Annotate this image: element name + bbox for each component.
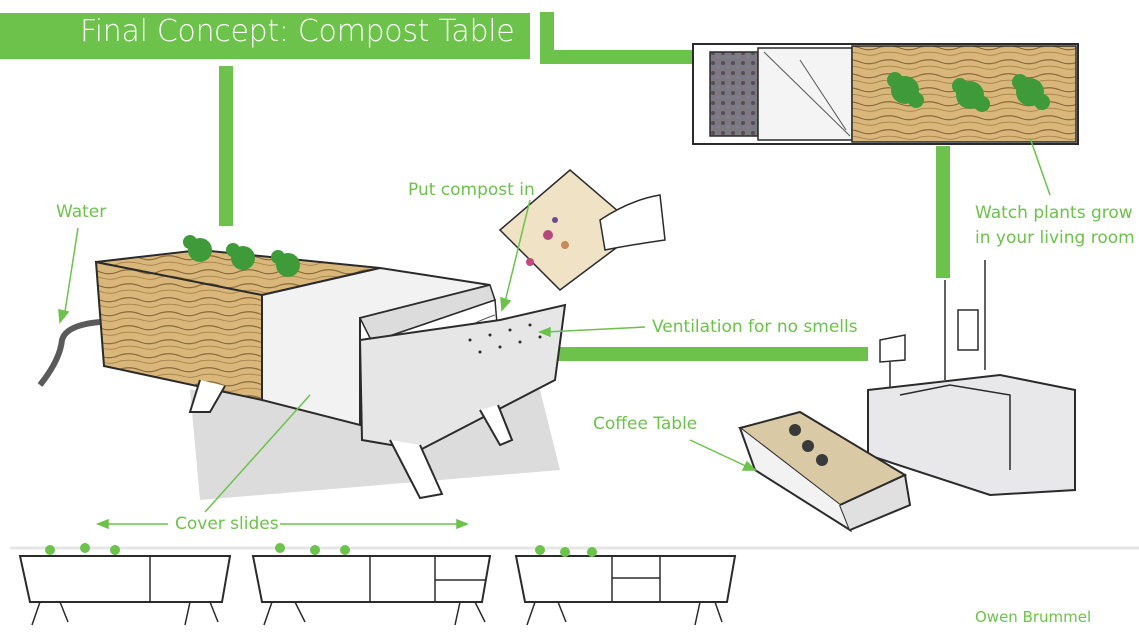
cover-slides-label: Cover slides [175,514,279,534]
plan-view-sketch [692,43,1079,145]
plant-icon [183,235,300,277]
compost-pointer [503,199,531,307]
compost-hand-sketch [498,169,666,291]
cover-slide-sequence [10,543,1139,626]
connector-plan-down [936,146,950,278]
water-label: Water [56,202,107,222]
water-pointer [63,227,79,319]
author-name: Owen Brummel [975,608,1092,626]
connector-ventilation [552,347,868,361]
ventilation-pointer [544,326,646,333]
coffee-table-label: Coffee Table [593,414,698,434]
watch-plants-pointer [1029,137,1051,196]
living-room-sketch [737,260,1076,533]
put-compost-in-label: Put compost in [408,180,535,200]
connector-title-down [219,66,233,226]
side-view-closed [18,543,232,626]
label-pointers [58,137,1051,530]
cover-slides-pointer [204,394,311,513]
side-view-half-open [251,543,492,626]
ventilation-label: Ventilation for no smells [652,317,858,337]
compost-table-sketch [37,235,567,500]
page-title: Final Concept: Compost Table [80,14,515,49]
connector-lines [219,12,950,361]
plant-icon [887,72,1050,112]
watch-plants-label-line2: in your living room [975,228,1135,248]
title-bar [0,13,530,59]
side-view-open [514,545,737,626]
connector-top-right-horizontal [540,50,695,64]
watch-plants-label-line1: Watch plants grow [975,203,1133,223]
coffee-table-pointer [689,439,751,469]
